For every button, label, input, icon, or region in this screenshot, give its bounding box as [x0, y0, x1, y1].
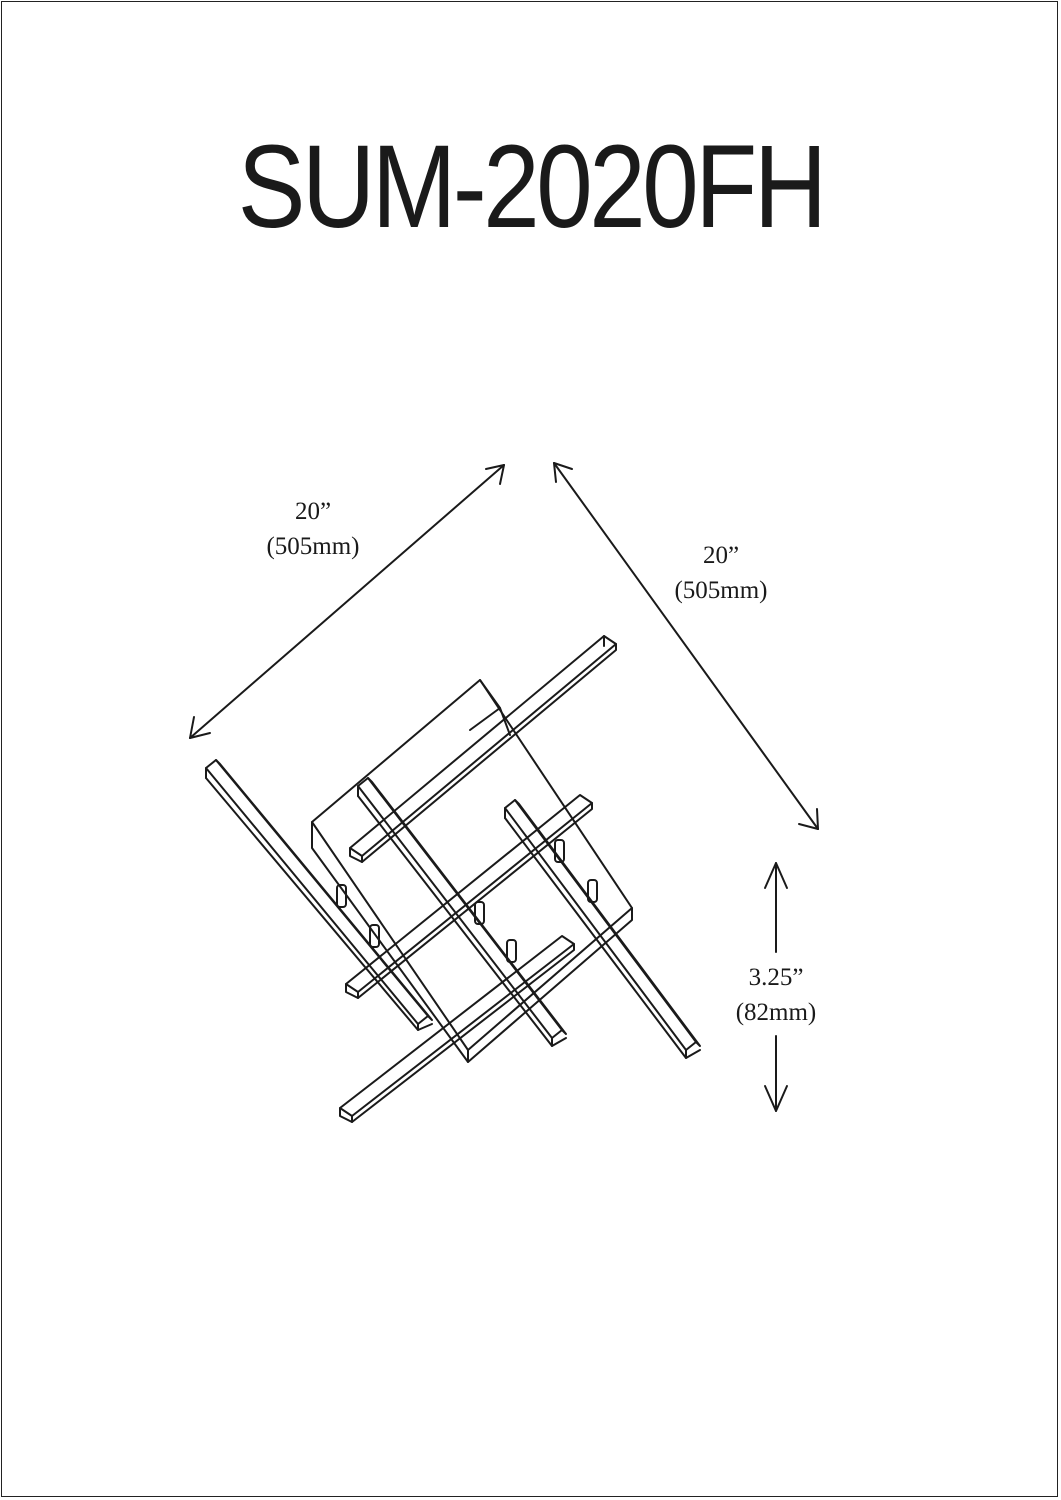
dimension-arrow-width-right: [553, 462, 819, 830]
dimension-inch: 3.25”: [748, 964, 804, 991]
light-bar-left-diagonal: [205, 759, 433, 1031]
dimension-mm: (82mm): [735, 999, 817, 1026]
dimension-arrow-height: [764, 862, 788, 1112]
canopy: [311, 679, 633, 1063]
light-bar-middle: [345, 794, 593, 999]
dimension-label-height: 3.25” (82mm): [706, 960, 846, 1030]
light-bar-right-diagonal: [504, 799, 701, 1059]
dimension-inch: 20”: [294, 498, 332, 525]
model-title: SUM-2020FH: [237, 121, 827, 253]
light-bar-center-diagonal: [357, 777, 567, 1047]
dimension-arrow-width-left: [189, 464, 505, 739]
light-bar-top-right: [349, 635, 617, 863]
dimension-inch: 20”: [702, 542, 740, 569]
dimension-mm: (505mm): [674, 577, 768, 604]
dimension-label-width-right: 20” (505mm): [651, 538, 791, 608]
light-bar-bottom: [339, 935, 575, 1123]
dimension-label-width-left: 20” (505mm): [243, 494, 383, 564]
dimension-mm: (505mm): [266, 533, 360, 560]
